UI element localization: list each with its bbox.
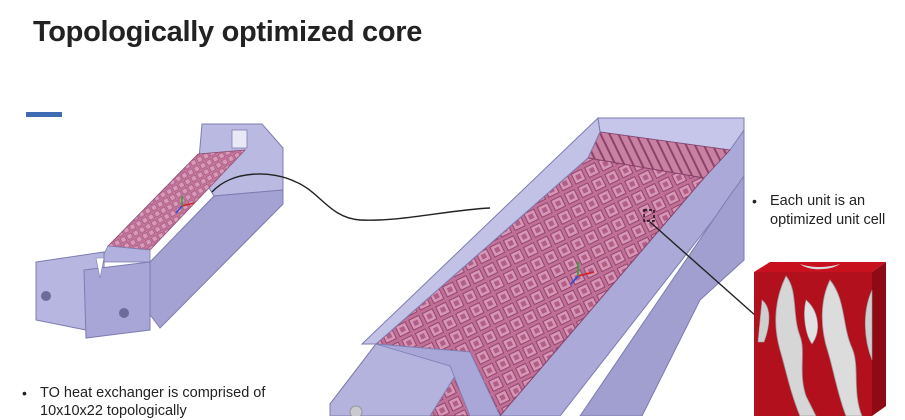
bullet-text: Each unit is an optimized unit cell (770, 193, 886, 228)
slide-title: Topologically optimized core (33, 16, 423, 48)
zoom-connector-line (211, 173, 491, 221)
unit-cell-note: • Each unit is an optimized unit cell (752, 192, 902, 230)
bullet-item: • Each unit is an optimized unit cell (752, 192, 902, 230)
optimized-unit-cell (754, 262, 886, 416)
heat-exchanger-overview (35, 123, 284, 339)
bullet-glyph: • (22, 385, 27, 401)
title-accent-bar (26, 112, 62, 117)
bullet-item: • TO heat exchanger is comprised of 10x1… (22, 384, 322, 420)
heat-exchanger-core-zoom (329, 116, 745, 416)
unit-cell-pointer-line (649, 221, 757, 317)
exchanger-note: • TO heat exchanger is comprised of 10x1… (22, 384, 322, 420)
bullet-glyph: • (752, 193, 757, 209)
bullet-text: TO heat exchanger is comprised of 10x10x… (40, 385, 266, 419)
